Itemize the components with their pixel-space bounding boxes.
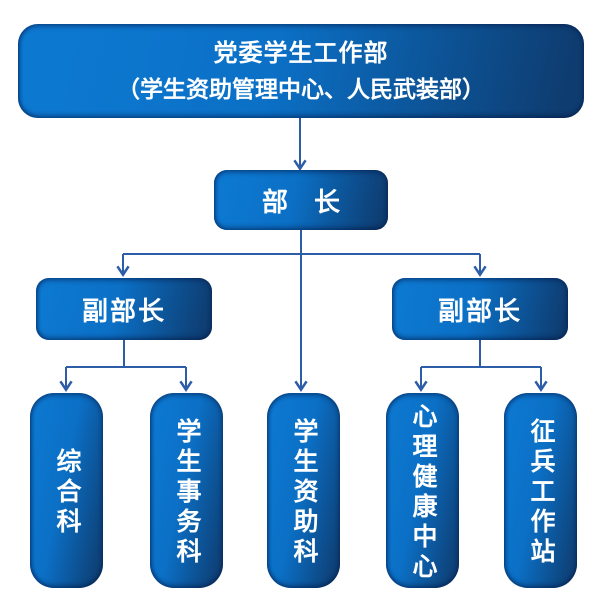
deputy-left-box: 副部长 — [36, 278, 212, 340]
deputy-right-box: 副部长 — [392, 278, 568, 340]
department-box-mental-health-center: 心理健康中心 — [386, 393, 459, 588]
deputy-left-label: 副部长 — [81, 295, 166, 326]
department-label: 心理健康中心 — [409, 403, 437, 583]
department-box-conscription-station: 征兵工作站 — [504, 393, 577, 588]
department-label: 学生事务科 — [173, 418, 201, 568]
department-label: 综合科 — [53, 448, 81, 538]
root-title: 党委学生工作部 — [213, 39, 389, 67]
deputy-right-label: 副部长 — [437, 295, 522, 326]
root-subtitle: （学生资助管理中心、人民武装部） — [117, 75, 485, 102]
department-label: 征兵工作站 — [527, 418, 555, 568]
department-box-general-affairs: 综合科 — [30, 393, 103, 588]
department-box-student-affairs: 学生事务科 — [150, 393, 223, 588]
department-label: 学生资助科 — [290, 418, 318, 568]
department-box-student-aid: 学生资助科 — [267, 393, 340, 588]
root-box: 党委学生工作部 （学生资助管理中心、人民武装部） — [18, 24, 584, 118]
minister-box: 部 长 — [214, 170, 388, 230]
minister-label: 部 长 — [261, 186, 340, 217]
